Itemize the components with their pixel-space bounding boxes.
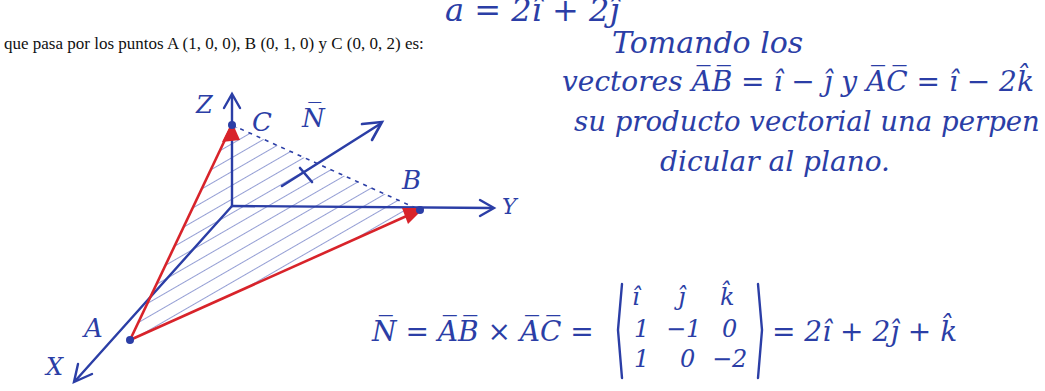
point bbox=[416, 206, 424, 214]
vector-label: N̅ bbox=[302, 104, 325, 134]
matrix-entry: 0 bbox=[722, 316, 737, 344]
determinant-bars bbox=[618, 284, 762, 378]
point bbox=[228, 121, 236, 129]
heading-equation: a = 2î + 2ĵ bbox=[445, 0, 619, 29]
axis-label: Y bbox=[502, 194, 517, 219]
matrix-entry: 1 bbox=[634, 316, 649, 344]
vectors-ab-ac bbox=[130, 125, 420, 340]
statement-text: que pasa por los puntos A (1, 0, 0), B (… bbox=[4, 34, 424, 54]
handwritten-note: vectores A̅B̅ = î − ĵ y A̅C̅ = î − 2k̂ bbox=[562, 66, 1034, 98]
point-label: A bbox=[84, 314, 103, 344]
equation-result: = 2î + 2ĵ + k̂ bbox=[772, 316, 957, 348]
point-label: B bbox=[402, 166, 421, 196]
matrix-entry: ĵ bbox=[678, 284, 685, 312]
plane-edge bbox=[232, 125, 420, 210]
arrowhead bbox=[222, 122, 240, 142]
matrix-entry: k̂ bbox=[720, 284, 735, 312]
normal-vector bbox=[282, 122, 382, 186]
handwritten-note: dicular al plano. bbox=[660, 146, 890, 178]
axis-label: Z bbox=[196, 92, 213, 120]
matrix-entry: 1 bbox=[634, 346, 649, 374]
point bbox=[126, 336, 134, 344]
handwritten-note: Tomando los bbox=[612, 26, 803, 61]
equation-text: N̅ = A̅B̅ × A̅C̅ = bbox=[372, 316, 594, 348]
matrix-entry: î bbox=[632, 284, 640, 312]
axis-label: X bbox=[46, 354, 63, 382]
plane-hatch bbox=[130, 125, 420, 340]
point-label: C bbox=[252, 108, 272, 138]
matrix-entry: −2 bbox=[712, 346, 747, 374]
matrix-entry: −1 bbox=[666, 316, 701, 344]
matrix-entry: 0 bbox=[680, 346, 695, 374]
handwritten-note: su producto vectorial una perpen bbox=[574, 106, 1040, 138]
